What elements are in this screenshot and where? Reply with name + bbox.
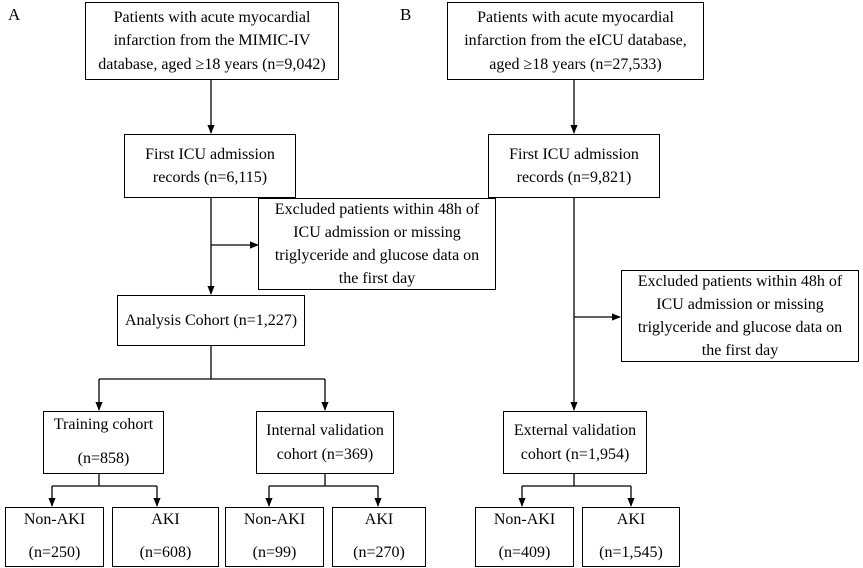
b-ext-aki-box: AKI (n=1,545) xyxy=(582,507,680,567)
a-train-nonaki-text: Non-AKI (n=250) xyxy=(23,510,86,562)
b-external-validation-box: External validation cohort (n=1,954) xyxy=(503,411,647,474)
a-first-icu-text: First ICU admission records (n=6,115) xyxy=(145,145,275,186)
b-external-validation-text: External validation cohort (n=1,954) xyxy=(513,422,637,463)
b-first-icu-box: First ICU admission records (n=9,821) xyxy=(488,134,660,198)
a-analysis-cohort-box: Analysis Cohort (n=1,227) xyxy=(117,295,305,346)
a-internal-validation-box: Internal validation cohort (n=369) xyxy=(256,411,394,474)
a-int-aki-text: AKI (n=270) xyxy=(353,510,405,562)
a-train-nonaki-box: Non-AKI (n=250) xyxy=(5,507,104,567)
a-analysis-cohort-text: Analysis Cohort (n=1,227) xyxy=(124,311,298,329)
b-excluded-box: Excluded patients within 48h of ICU admi… xyxy=(621,270,859,362)
panel-label-b: B xyxy=(400,5,412,24)
b-ext-aki-text: AKI (n=1,545) xyxy=(599,510,663,562)
a-excluded-text: Excluded patients within 48h of ICU admi… xyxy=(274,200,480,288)
a-train-aki-box: AKI (n=608) xyxy=(112,507,219,567)
a-int-nonaki-text: Non-AKI (n=99) xyxy=(243,510,306,562)
a-train-aki-text: AKI (n=608) xyxy=(139,510,192,562)
a-excluded-box: Excluded patients within 48h of ICU admi… xyxy=(258,198,496,290)
b-first-icu-text: First ICU admission records (n=9,821) xyxy=(509,145,639,186)
a-source-text: Patients with acute myocardial infarctio… xyxy=(98,9,326,73)
b-source-box: Patients with acute myocardial infarctio… xyxy=(447,2,704,80)
a-source-box: Patients with acute myocardial infarctio… xyxy=(85,2,339,80)
panel-label-a: A xyxy=(8,5,21,24)
b-ext-nonaki-text: Non-AKI (n=409) xyxy=(493,510,556,562)
a-internal-validation-text: Internal validation cohort (n=369) xyxy=(266,422,384,463)
a-training-cohort-text: Training cohort (n=858) xyxy=(53,416,154,467)
b-source-text: Patients with acute myocardial infarctio… xyxy=(464,9,687,73)
b-ext-nonaki-box: Non-AKI (n=409) xyxy=(475,507,574,567)
a-first-icu-box: First ICU admission records (n=6,115) xyxy=(124,134,296,198)
a-int-aki-box: AKI (n=270) xyxy=(332,507,426,567)
a-int-nonaki-box: Non-AKI (n=99) xyxy=(225,507,324,567)
a-training-cohort-box: Training cohort (n=858) xyxy=(43,411,164,474)
b-excluded-text: Excluded patients within 48h of ICU admi… xyxy=(637,272,843,360)
